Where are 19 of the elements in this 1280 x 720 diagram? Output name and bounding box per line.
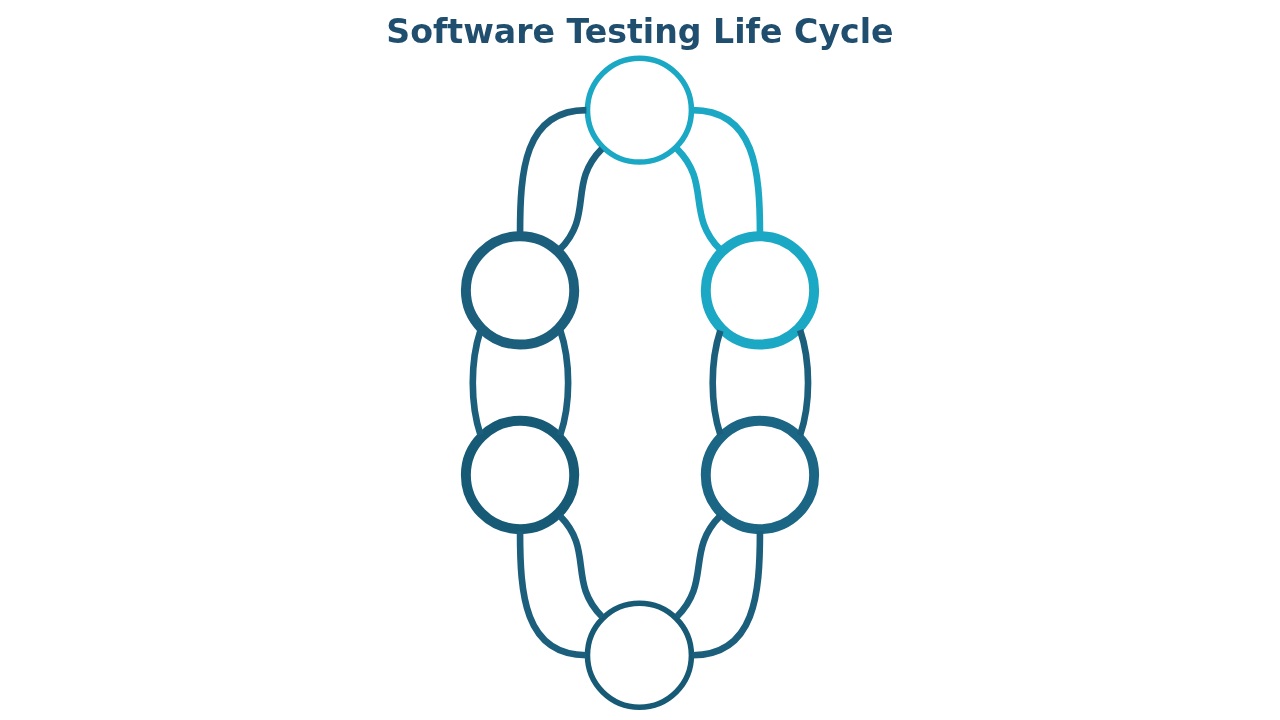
connector	[557, 146, 605, 252]
node-picture	[700, 415, 820, 535]
node-picture	[460, 415, 580, 535]
connector	[674, 513, 723, 619]
diagram-title: Software Testing Life Cycle	[386, 11, 894, 51]
connector	[709, 329, 724, 436]
connector	[692, 106, 764, 234]
connector	[469, 329, 484, 436]
node-circle	[584, 600, 695, 710]
connector	[516, 106, 587, 234]
node-picture	[700, 231, 820, 350]
node-circle	[584, 55, 695, 165]
connector	[796, 329, 812, 437]
connector	[674, 146, 723, 252]
connector	[557, 513, 605, 619]
connector	[692, 531, 764, 659]
node-picture	[460, 231, 580, 350]
connector	[516, 531, 587, 659]
connector	[557, 329, 572, 437]
